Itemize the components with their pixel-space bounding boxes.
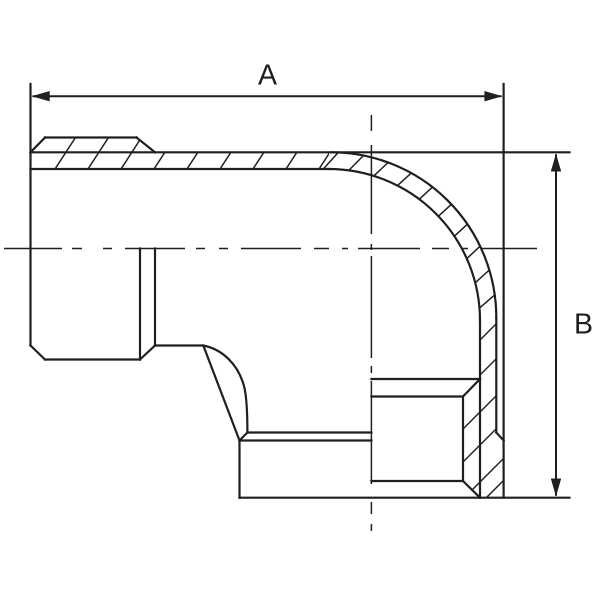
hatch-arc-tick	[348, 154, 365, 171]
outline-segment	[202, 344, 241, 442]
dimension-a-label: A	[258, 60, 277, 92]
hatch-socket-wall	[463, 317, 504, 498]
outline-segment	[237, 430, 249, 443]
inner-bore-arc	[327, 167, 482, 322]
hatch-line	[463, 317, 504, 498]
dimension-a: A	[31, 60, 503, 102]
outline-segment	[138, 343, 157, 362]
hatch-arc-tick	[373, 161, 389, 177]
fitting-outline	[28, 82, 571, 500]
hatch-line	[463, 317, 504, 498]
dimension-b-arrow-up-icon	[550, 153, 562, 172]
outline-segment	[134, 135, 157, 154]
hatch-arc-tick	[437, 203, 452, 217]
dimension-b: B	[550, 153, 593, 497]
outline-segment	[28, 135, 47, 154]
dimension-a-arrow-left-icon	[31, 91, 50, 102]
hatch-arc-tick	[396, 172, 412, 187]
hatch-arc-tick	[418, 186, 434, 200]
outline-segment	[28, 343, 47, 362]
outer-elbow-arc	[329, 151, 498, 319]
body-fillet-curve	[201, 344, 249, 434]
hatch-arc-tick	[322, 151, 339, 170]
hatch-arc-tick	[474, 269, 490, 284]
hatch-arc-tick	[453, 223, 468, 237]
hatch-arc-tick	[479, 294, 496, 309]
hatch-arc-tick	[466, 245, 481, 260]
dimension-a-arrow-right-icon	[484, 91, 503, 102]
outline-segment	[494, 430, 506, 443]
hatch-line	[463, 317, 504, 498]
dimension-b-label: B	[574, 309, 593, 341]
outline-segment	[461, 479, 482, 500]
hatch-line	[318, 137, 329, 169]
outline-segment	[461, 377, 482, 399]
dimension-b-arrow-down-icon	[550, 478, 562, 497]
